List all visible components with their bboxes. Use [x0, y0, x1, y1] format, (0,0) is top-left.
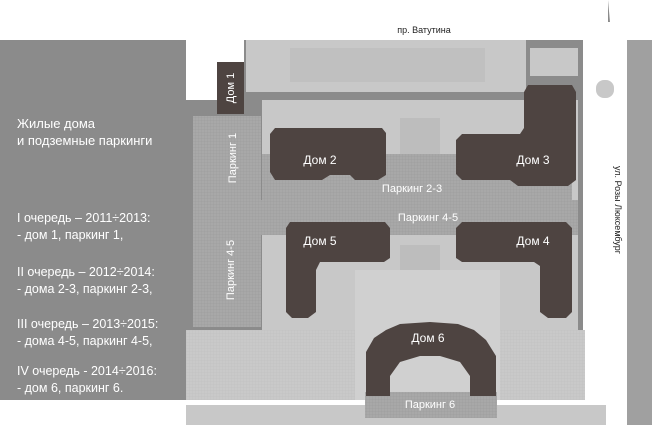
parking-1-area	[193, 116, 261, 200]
road-top-left	[0, 0, 608, 22]
building-dom1	[217, 62, 244, 114]
street-label-vatutina: пр. Ватутина	[397, 25, 451, 35]
block-north-inner	[290, 48, 485, 82]
label-parking-1: Паркинг 1	[227, 133, 239, 183]
stage-3-items: - дома 4-5, паркинг 4-5,	[17, 334, 153, 348]
stage-1-items: - дом 1, паркинг 1,	[17, 228, 124, 242]
building-dom4	[456, 222, 572, 318]
stage-2-period: II очередь – 2012÷2014:	[17, 265, 155, 279]
stage-3-period: III очередь – 2013÷2015:	[17, 317, 159, 331]
legend-area	[0, 40, 186, 400]
stage-1-period: I очередь – 2011÷2013:	[17, 211, 151, 225]
building-dom5	[286, 222, 390, 318]
stage-4-items: - дом 6, паркинг 6.	[17, 381, 124, 395]
label-dom2: Дом 2	[303, 153, 337, 167]
legend-title-line-1: Жилые дома	[17, 116, 96, 131]
stage-4-period: IV очередь - 2014÷2016:	[17, 364, 157, 378]
label-parking-4-5-horizontal: Паркинг 4-5	[398, 212, 458, 224]
legend-title-line-2: и подземные паркинги	[17, 133, 153, 148]
roundabout	[596, 80, 614, 98]
label-dom6: Дом 6	[411, 331, 445, 345]
courtyard-top	[400, 118, 440, 156]
building-dom2	[270, 128, 386, 180]
block-se	[500, 330, 585, 400]
building-dom3	[456, 85, 576, 186]
street-label-rozy-luxemburg: ул. Розы Люксембург	[613, 166, 623, 255]
road-vatutina	[0, 22, 652, 40]
legend-stage-3: III очередь – 2013÷2015: - дома 4-5, пар…	[17, 316, 158, 350]
stage-2-items: - дома 2-3, паркинг 2-3,	[17, 282, 153, 296]
strip-east	[627, 40, 652, 425]
parking-6-area	[365, 392, 497, 418]
label-parking-6: Паркинг 6	[405, 399, 455, 411]
label-dom1: Дом 1	[225, 73, 237, 103]
legend-stage-4: IV очередь - 2014÷2016: - дом 6, паркинг…	[17, 363, 157, 397]
road-rozy-luxemburg	[583, 40, 627, 425]
legend-title: Жилые дома и подземные паркинги	[17, 115, 152, 149]
legend-stage-2: II очередь – 2012÷2014: - дома 2-3, парк…	[17, 264, 155, 298]
buildings	[217, 62, 576, 396]
building-dom6	[366, 322, 496, 396]
parking-4-5-vertical-area	[193, 235, 261, 327]
block-sw	[186, 330, 356, 400]
block-ne	[530, 48, 578, 76]
label-dom5: Дом 5	[303, 234, 337, 248]
label-dom3: Дом 3	[516, 153, 550, 167]
label-parking-4-5-vertical: Паркинг 4-5	[225, 240, 237, 300]
label-parking-2-3: Паркинг 2-3	[382, 183, 442, 195]
label-dom4: Дом 4	[516, 234, 550, 248]
legend-stage-1: I очередь – 2011÷2013: - дом 1, паркинг …	[17, 210, 150, 244]
